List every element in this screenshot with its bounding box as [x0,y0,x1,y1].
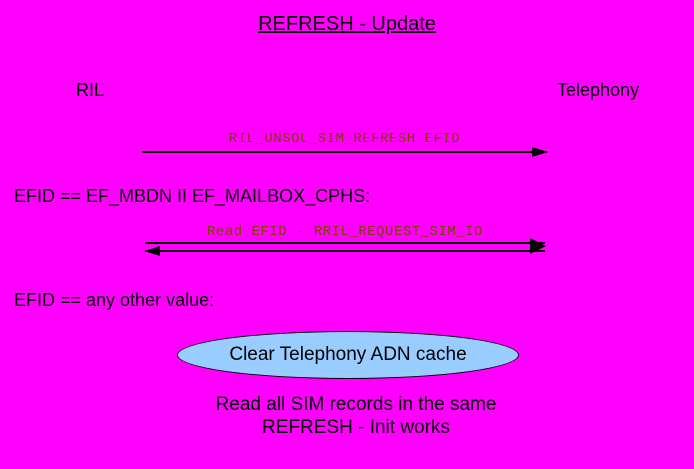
actor-telephony: Telephony [557,80,640,100]
clear-adn-cache-node: Clear Telephony ADN cache [177,331,519,379]
condition-mbdn-mailbox: EFID == EF_MBDN II EF_MAILBOX_CPHS: [14,186,371,206]
message-refresh-efid: RIL_UNSOL_SIM_REFRESH EFID [142,131,548,161]
message-line-upper [145,242,545,244]
footer-note: Read all SIM records in the same REFRESH… [216,393,497,439]
clear-adn-cache-label: Clear Telephony ADN cache [229,344,467,365]
message-refresh-efid-label: RIL_UNSOL_SIM_REFRESH EFID [228,131,461,147]
arrowhead-right-icon [530,238,546,254]
footer-note-line1: Read all SIM records in the same [215,394,497,415]
message-read-efid-label: Read EFID - RRIL_REQUEST_SIM_IO [207,224,483,240]
message-read-efid: Read EFID - RRIL_REQUEST_SIM_IO [144,224,546,258]
message-line [142,151,547,153]
arrowhead-right-icon [532,147,548,157]
diagram-title: REFRESH - Update [258,13,436,35]
footer-note-line2: REFRESH - Init works [262,417,450,438]
arrowhead-left-icon [144,246,160,256]
message-line-lower [145,250,545,252]
actor-ril: RIL [76,80,105,100]
condition-any-other-value: EFID == any other value: [14,290,215,310]
